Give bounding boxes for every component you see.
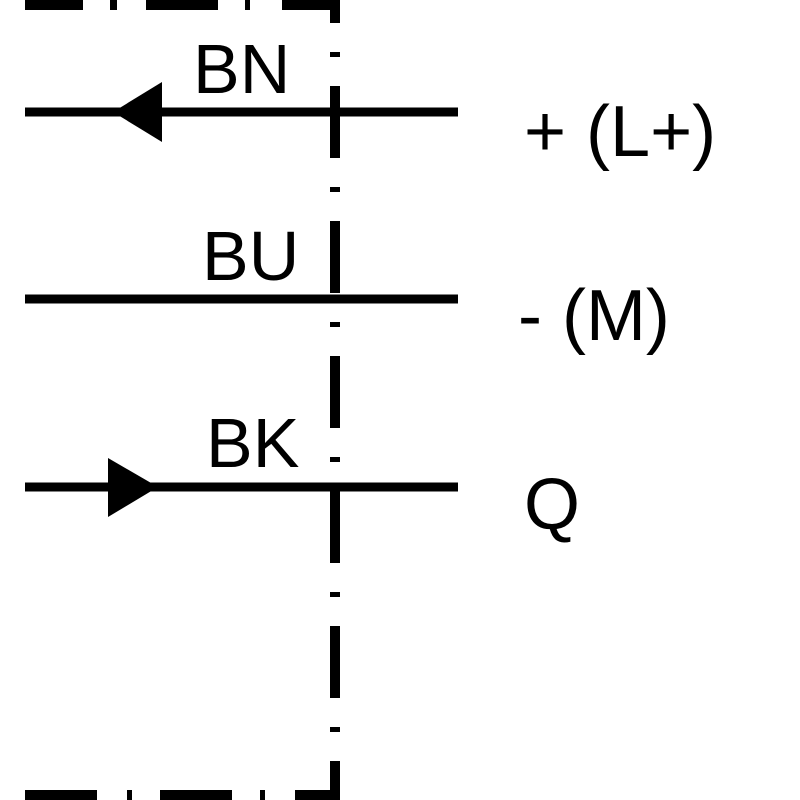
wire-bn-terminal: + (L+) bbox=[524, 92, 716, 172]
wire-bk-code: BK bbox=[206, 404, 299, 482]
wire-bu: BU - (M) bbox=[25, 217, 670, 356]
arrow-left-icon bbox=[113, 82, 162, 142]
wire-bk: BK Q bbox=[25, 404, 580, 545]
wire-bk-terminal: Q bbox=[524, 465, 580, 545]
arrow-right-icon bbox=[108, 458, 158, 517]
wire-bu-code: BU bbox=[202, 217, 299, 295]
wire-bn: BN + (L+) bbox=[25, 30, 716, 172]
wire-bu-terminal: - (M) bbox=[518, 276, 670, 356]
housing-boundary bbox=[25, 0, 340, 800]
wire-bn-code: BN bbox=[193, 30, 290, 108]
